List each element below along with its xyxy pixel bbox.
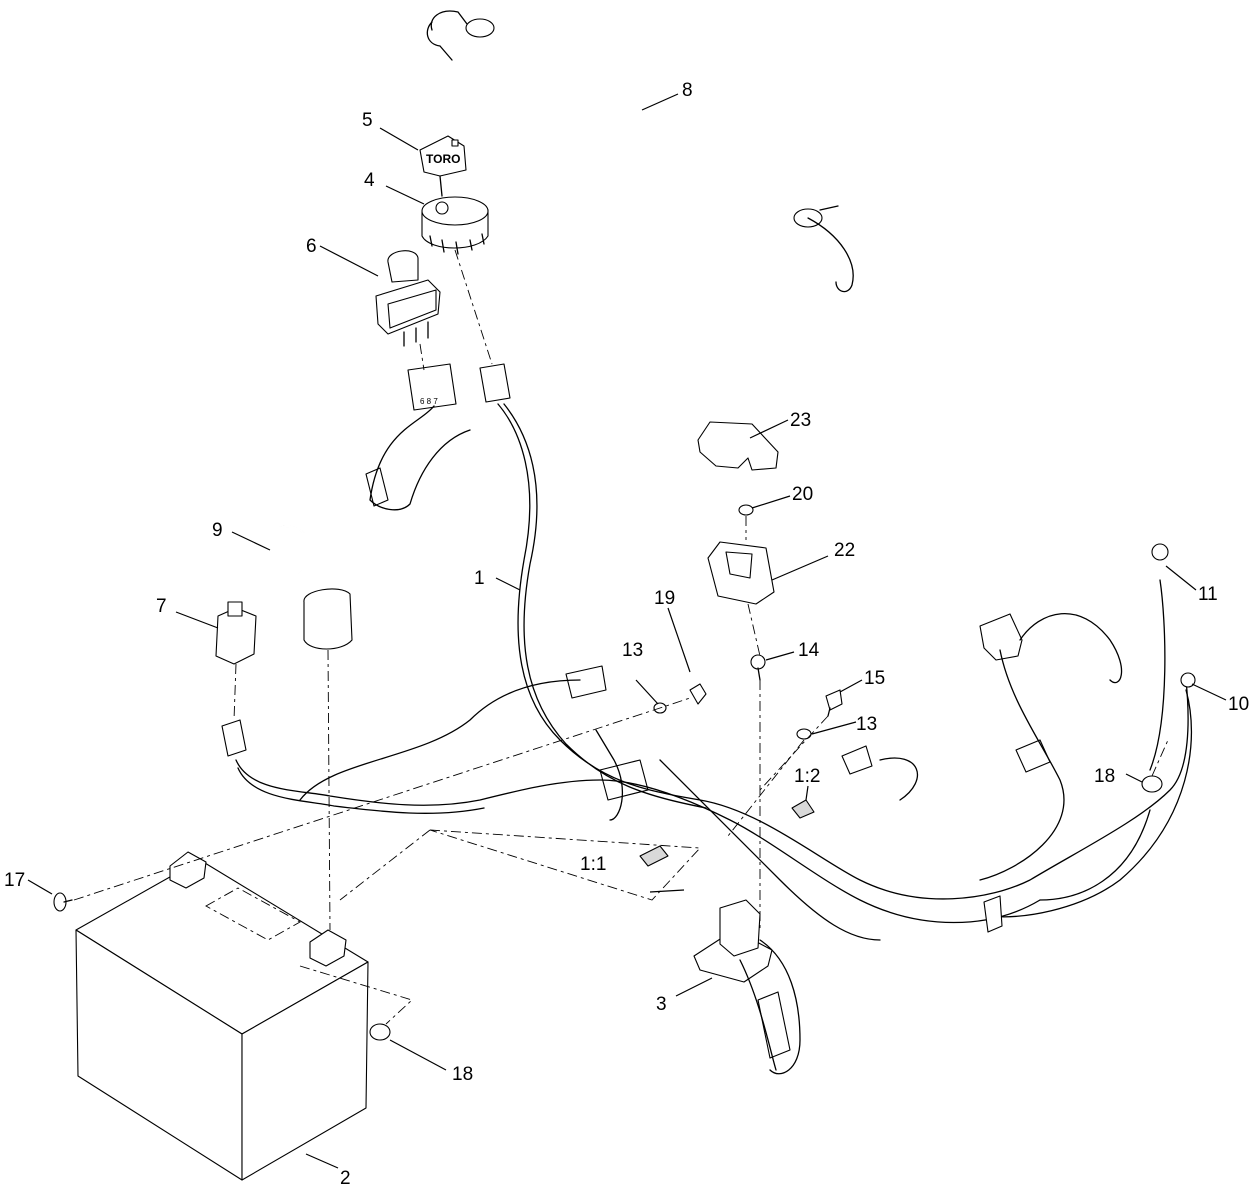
part-1-wire-harness	[235, 403, 1196, 1075]
assembly-lines	[73, 249, 1169, 1025]
callout-20: 20	[792, 484, 813, 505]
callout-17: 17	[4, 870, 25, 891]
part-4-ignition-switch	[421, 196, 489, 255]
callout-15: 15	[864, 668, 885, 689]
part-7-switch	[215, 601, 257, 665]
callout-1-1: 1:1	[580, 854, 606, 875]
part-3-solenoid	[693, 899, 773, 983]
part-23-cover	[697, 421, 779, 471]
connector-pin-numbers: 6 8 7	[420, 397, 438, 406]
callout-22: 22	[834, 540, 855, 561]
callout-5: 5	[362, 110, 373, 131]
part-20-washer	[738, 504, 754, 516]
part-22-holder	[707, 541, 775, 605]
part-6-pto-switch	[375, 250, 441, 347]
callout-23: 23	[790, 410, 811, 431]
callout-labels: 1 1:1 1:2 2 3 4 5 6 7 8 9 10 11 13 13 14…	[4, 80, 1249, 1189]
callout-7: 7	[156, 596, 167, 617]
key-logo: TORO	[426, 152, 460, 166]
callout-8: 8	[682, 80, 693, 101]
callout-1-2: 1:2	[794, 766, 820, 787]
callout-18-left: 18	[452, 1064, 473, 1085]
fuse-1-1	[639, 845, 669, 867]
callout-19: 19	[654, 588, 675, 609]
callout-10: 10	[1228, 694, 1249, 715]
callout-18-right: 18	[1094, 766, 1115, 787]
part-14-screw	[750, 654, 766, 681]
part-8-rod	[426, 10, 854, 293]
callout-11: 11	[1198, 584, 1218, 605]
switch-connectors: 6 8 7	[407, 363, 511, 411]
callout-6: 6	[306, 236, 317, 257]
part-13-washer-right	[796, 728, 812, 740]
leader-lines	[27, 93, 1227, 1169]
part-18-nut	[369, 1023, 391, 1041]
callout-13-left: 13	[622, 640, 643, 661]
part-19-wingnut	[689, 683, 707, 705]
part-2-battery	[75, 851, 369, 1181]
callout-9: 9	[212, 520, 223, 541]
callout-4: 4	[364, 170, 375, 191]
part-17-bolt	[53, 892, 73, 912]
callout-14: 14	[798, 640, 820, 661]
callout-3: 3	[656, 994, 667, 1015]
part-15-screw	[825, 689, 843, 717]
part-18-nut-right	[1141, 775, 1163, 793]
callout-1: 1	[474, 568, 485, 589]
part-5-key: TORO	[419, 135, 467, 197]
callout-2: 2	[340, 1168, 351, 1189]
harness-connectors	[221, 467, 1051, 1059]
part-9-connector	[276, 525, 353, 650]
callout-13-right: 13	[856, 714, 877, 735]
fuse-1-2	[791, 799, 815, 819]
